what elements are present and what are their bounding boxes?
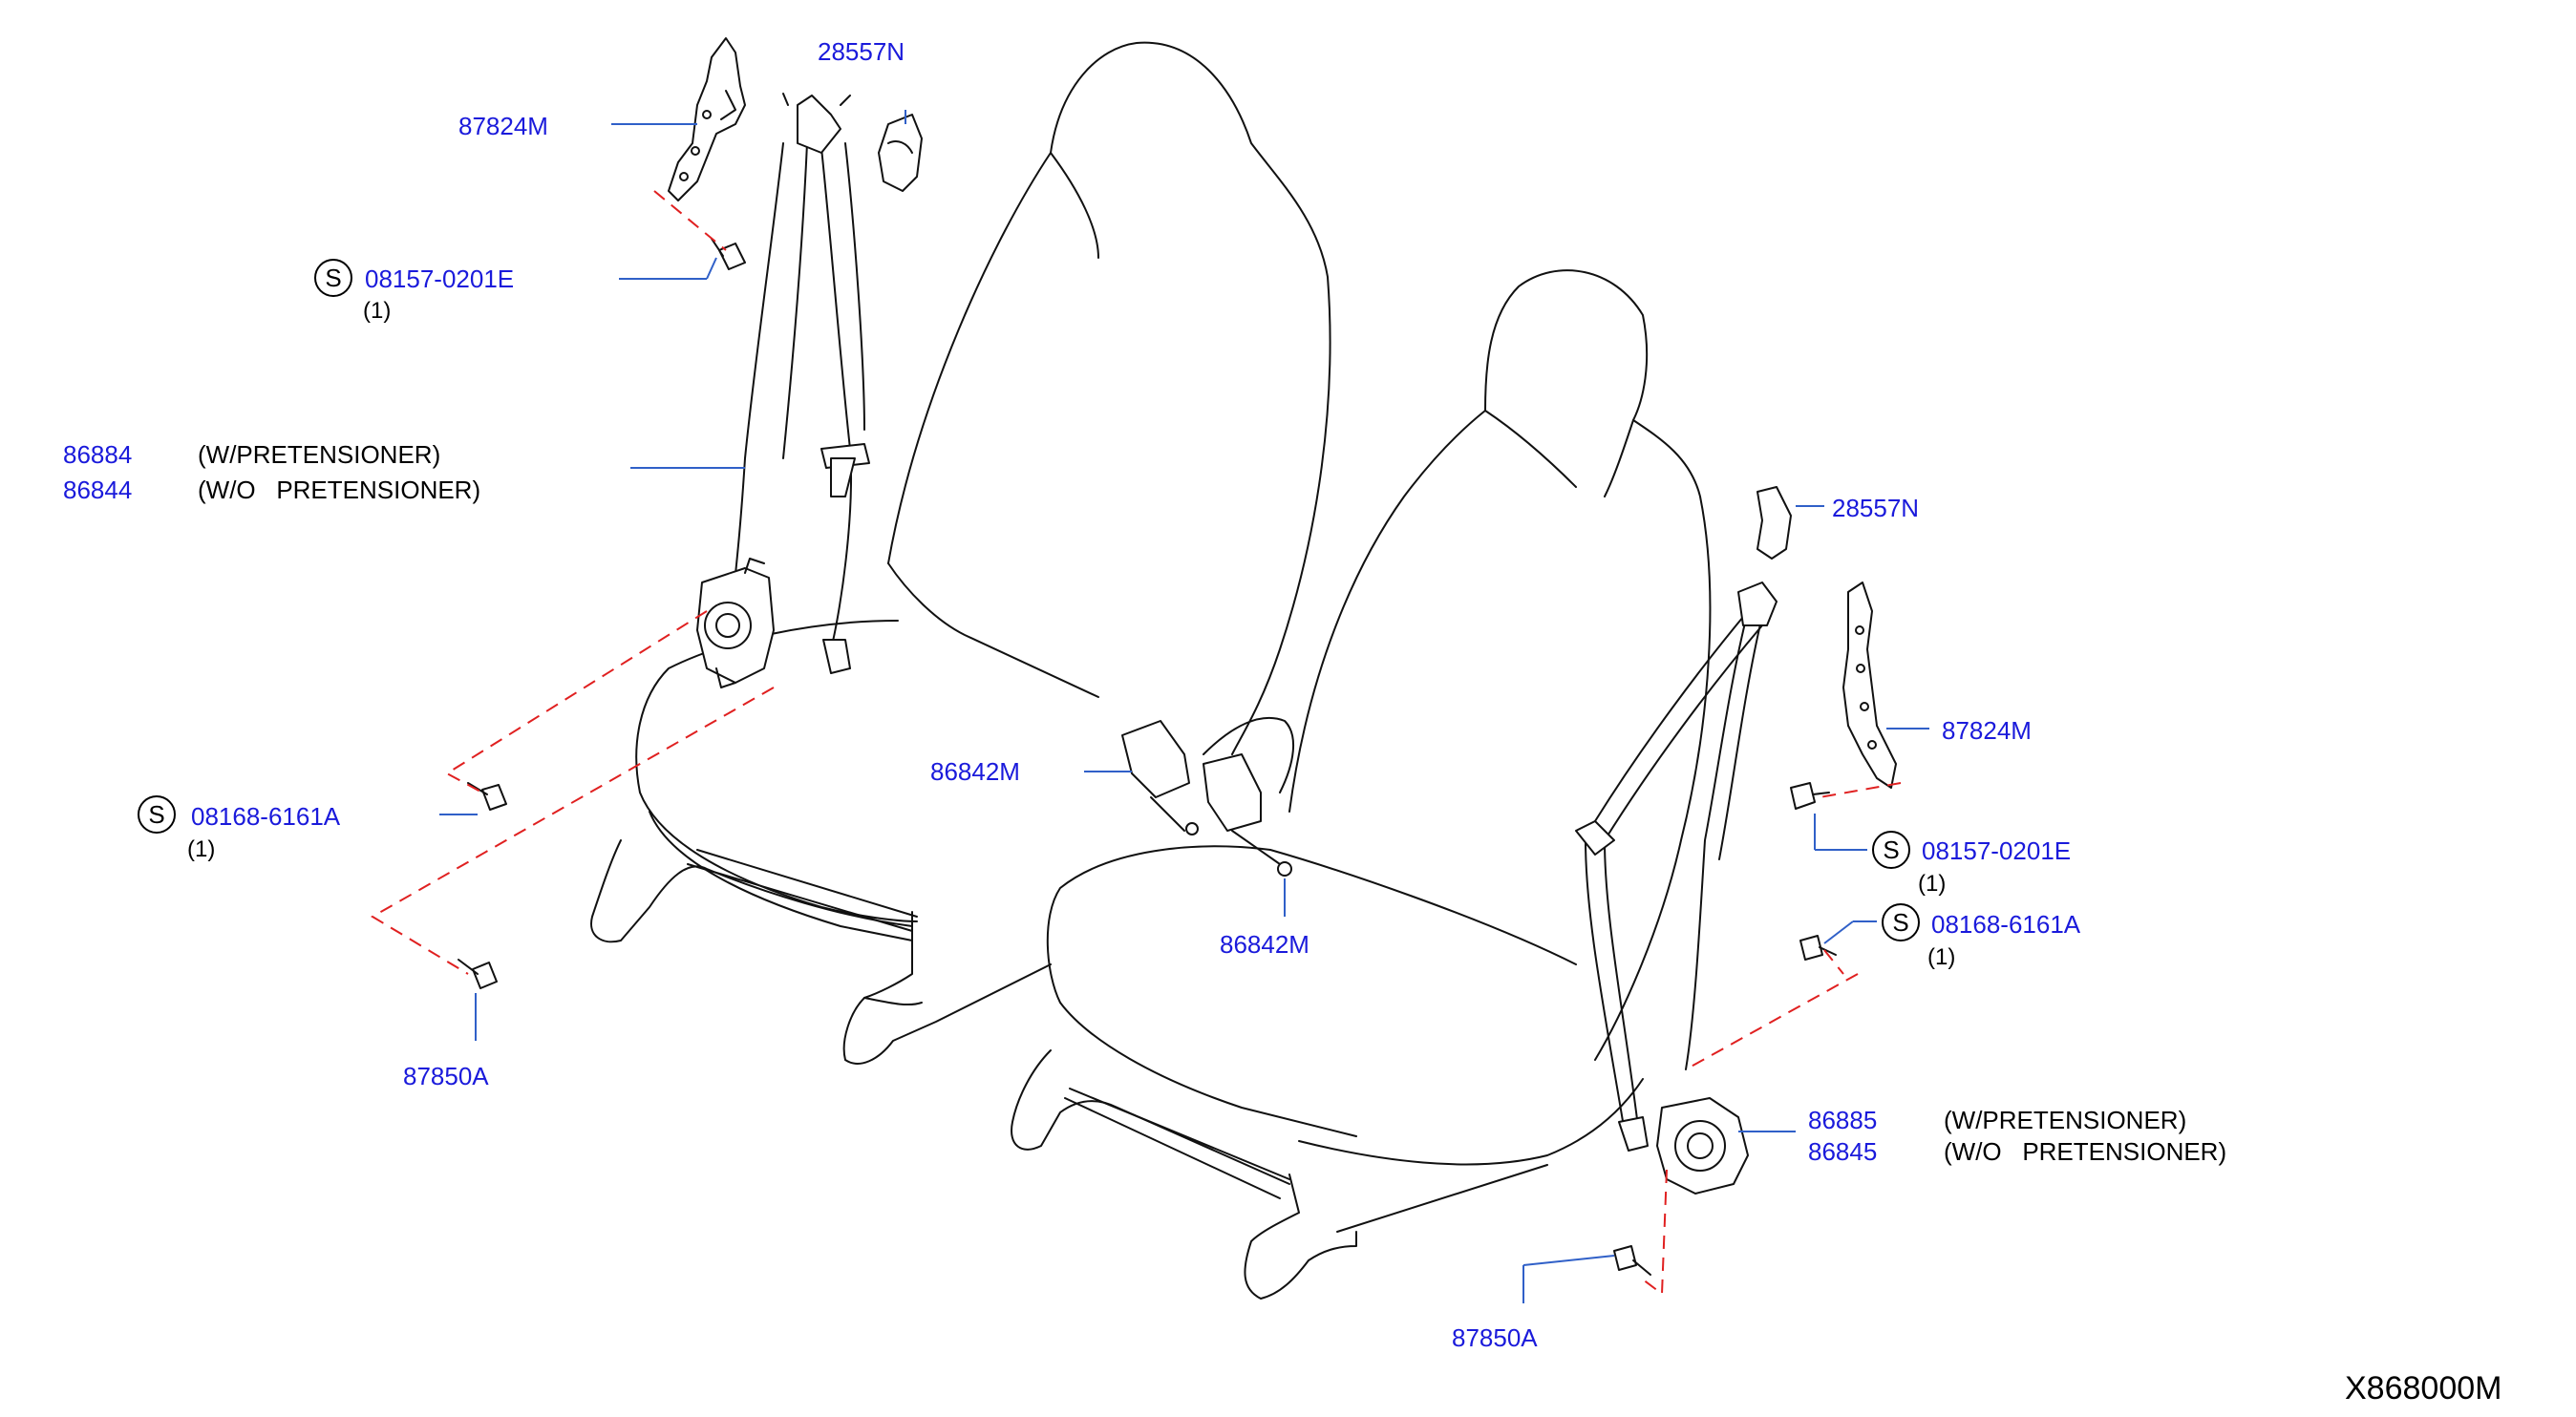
- left-seat-belt-webbing: [730, 93, 870, 674]
- figure-code: X868000M: [2345, 1370, 2501, 1406]
- qty-right-top: (1): [1918, 871, 1946, 897]
- standard-part-symbols: S S S S: [138, 259, 1920, 941]
- label-86884[interactable]: 86884: [63, 440, 132, 469]
- right-seat-belt-webbing: [1575, 582, 1778, 1152]
- label-08157-0201e-right[interactable]: 08157-0201E: [1922, 836, 2071, 865]
- label-28557n-right[interactable]: 28557N: [1832, 494, 1919, 522]
- label-87850a-right[interactable]: 87850A: [1452, 1323, 1538, 1352]
- buckle-assemblies: [1121, 720, 1292, 877]
- s-symbol: S: [325, 264, 341, 292]
- left-seat-illustration: [590, 41, 1331, 1065]
- right-upper-anchor-bracket: [1842, 582, 1897, 789]
- dashed-installation-lines: [371, 190, 1902, 1296]
- qty-left-mid: (1): [187, 836, 215, 862]
- part-labels: 87824M 28557N 08157-0201E (1) 86884 (W/P…: [63, 37, 2501, 1406]
- s-symbol: S: [1892, 908, 1908, 937]
- label-28557n-left[interactable]: 28557N: [818, 37, 905, 66]
- note-86884: (W/PRETENSIONER): [198, 440, 440, 469]
- note-86885: (W/PRETENSIONER): [1944, 1106, 2186, 1134]
- qty-left-top: (1): [363, 298, 391, 324]
- leader-lines: [439, 110, 1929, 1303]
- label-86844[interactable]: 86844: [63, 476, 132, 504]
- right-retractor: [1656, 1097, 1749, 1195]
- label-86885[interactable]: 86885: [1808, 1106, 1877, 1134]
- note-86845: (W/O PRETENSIONER): [1944, 1137, 2226, 1166]
- right-seat-illustration: [1011, 269, 1712, 1300]
- label-86842m-a[interactable]: 86842M: [930, 757, 1020, 786]
- label-87824m-left[interactable]: 87824M: [458, 112, 548, 140]
- qty-right-mid: (1): [1927, 944, 1955, 970]
- note-86844: (W/O PRETENSIONER): [198, 476, 480, 504]
- label-08168-6161a-right[interactable]: 08168-6161A: [1931, 910, 2081, 939]
- left-guide-clip: [878, 114, 923, 192]
- label-86842m-b[interactable]: 86842M: [1220, 930, 1309, 959]
- left-retractor: [696, 558, 775, 688]
- label-08157-0201e-left[interactable]: 08157-0201E: [365, 264, 514, 293]
- s-symbol: S: [1883, 835, 1899, 864]
- left-upper-anchor-bracket: [668, 37, 746, 201]
- label-08168-6161a-left[interactable]: 08168-6161A: [191, 802, 341, 831]
- s-symbol: S: [148, 800, 164, 829]
- label-87824m-right[interactable]: 87824M: [1942, 716, 2032, 745]
- right-guide-clip: [1756, 486, 1792, 560]
- label-86845[interactable]: 86845: [1808, 1137, 1877, 1166]
- label-87850a-left[interactable]: 87850A: [403, 1062, 489, 1090]
